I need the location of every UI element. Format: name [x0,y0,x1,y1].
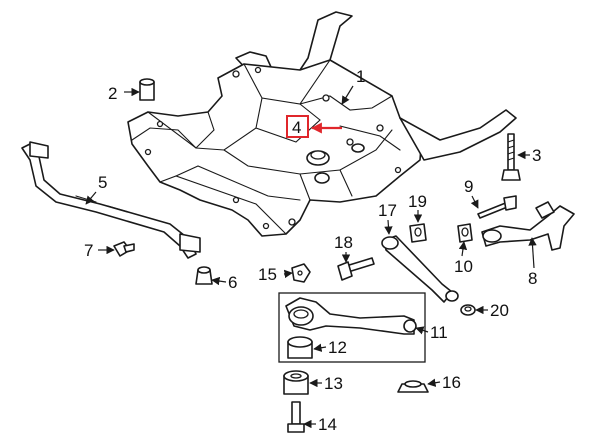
callout-11: 11 [430,323,448,342]
callout-12: 12 [328,338,347,357]
bolt-part-6 [195,266,213,285]
bracket-part-15 [291,263,311,283]
strut-part-17 [381,235,459,303]
bolt-part-9 [477,195,517,219]
callout-10: 10 [454,257,473,276]
callout-4-highlight-box [286,115,309,138]
bolt-part-7 [113,241,135,257]
callout-16: 16 [442,373,461,392]
callout-8: 8 [528,269,537,288]
callout-14: 14 [318,415,337,434]
callout-4: 4 [292,118,301,137]
callout-7: 7 [84,241,93,260]
bolt-part-3 [501,133,521,181]
callout-9: 9 [464,177,473,196]
bolt-part-14 [287,401,305,433]
bracket-part-19 [409,223,427,243]
callout-5: 5 [98,173,107,192]
callout-17: 17 [378,201,397,220]
callout-1: 1 [356,67,365,86]
callout-2: 2 [108,84,117,103]
bushing-part-13 [283,370,309,395]
lower-arm-assembly-box [278,292,426,363]
washer-part-20 [460,304,476,316]
leader-lines [85,85,537,429]
bushing-part-2 [139,78,155,101]
callout-19: 19 [408,192,427,211]
control-arm-part-8 [481,201,575,251]
bushing-part-10 [457,223,473,243]
cap-part-16 [397,380,429,393]
callout-20: 20 [490,301,509,320]
callout-13: 13 [324,374,343,393]
bolt-part-18 [337,257,375,281]
subframe-part [127,11,517,237]
callout-3: 3 [532,146,541,165]
callout-18: 18 [334,233,353,252]
callout-15: 15 [258,265,277,284]
callout-6: 6 [228,273,237,292]
